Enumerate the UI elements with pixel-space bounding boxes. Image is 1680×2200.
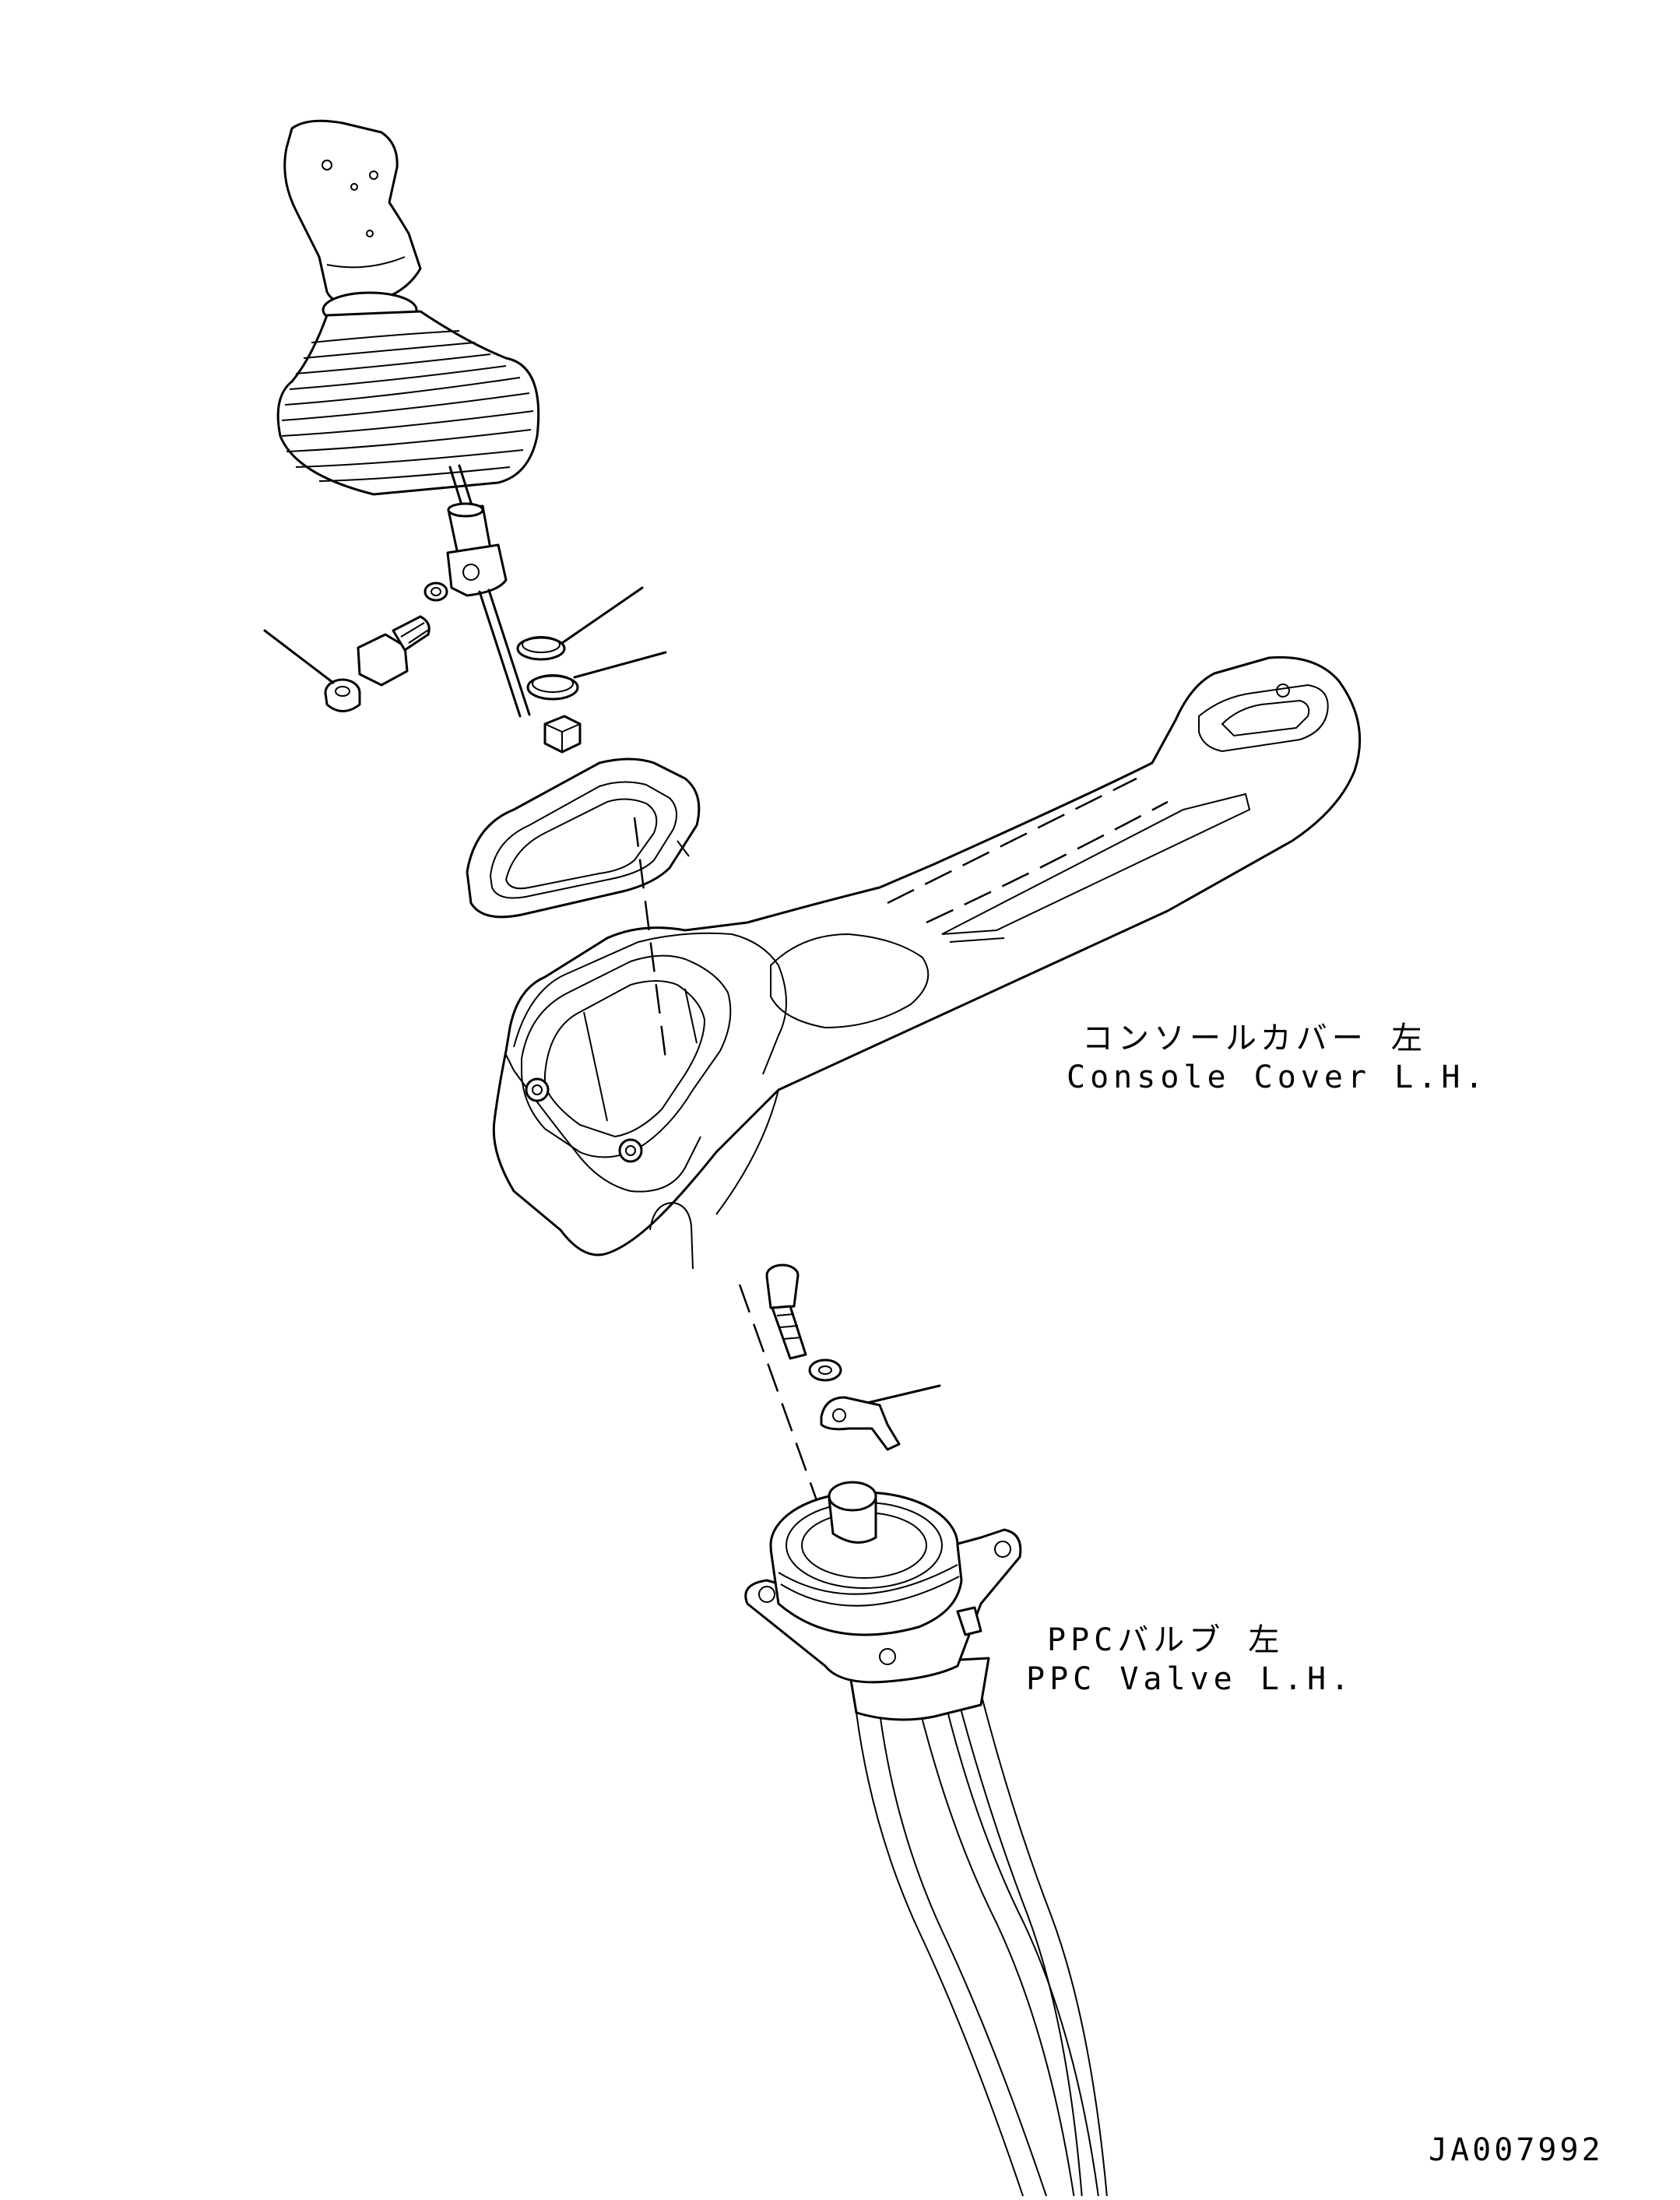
washer-lower bbox=[808, 1358, 842, 1382]
lever-grip bbox=[283, 119, 422, 329]
washer-small bbox=[424, 582, 448, 602]
o-ring-upper bbox=[516, 636, 566, 661]
cover-plate bbox=[466, 757, 701, 919]
ppc-valve-label-en: PPC Valve L.H. bbox=[1026, 1661, 1355, 1697]
drawing-number: JA007992 bbox=[1429, 2132, 1604, 2168]
o-ring-lower bbox=[526, 674, 579, 701]
block-piece bbox=[543, 715, 582, 754]
console-cover-label-en: Console Cover L.H. bbox=[1067, 1060, 1488, 1095]
lever-boot bbox=[276, 310, 540, 496]
lever-rod bbox=[446, 464, 531, 718]
bracket-clip bbox=[820, 1396, 901, 1451]
nut bbox=[324, 678, 361, 712]
mounting-bolt bbox=[765, 1263, 807, 1360]
centre-line bbox=[633, 817, 838, 1558]
ppc-valve bbox=[744, 1481, 1109, 2200]
bolt bbox=[357, 615, 431, 687]
ppc-valve-label-jp: PPCバルブ 左 bbox=[1047, 1622, 1285, 1658]
console-cover-label-jp: コンソールカバー 左 bbox=[1082, 1021, 1427, 1056]
console-cover bbox=[492, 655, 1362, 1270]
